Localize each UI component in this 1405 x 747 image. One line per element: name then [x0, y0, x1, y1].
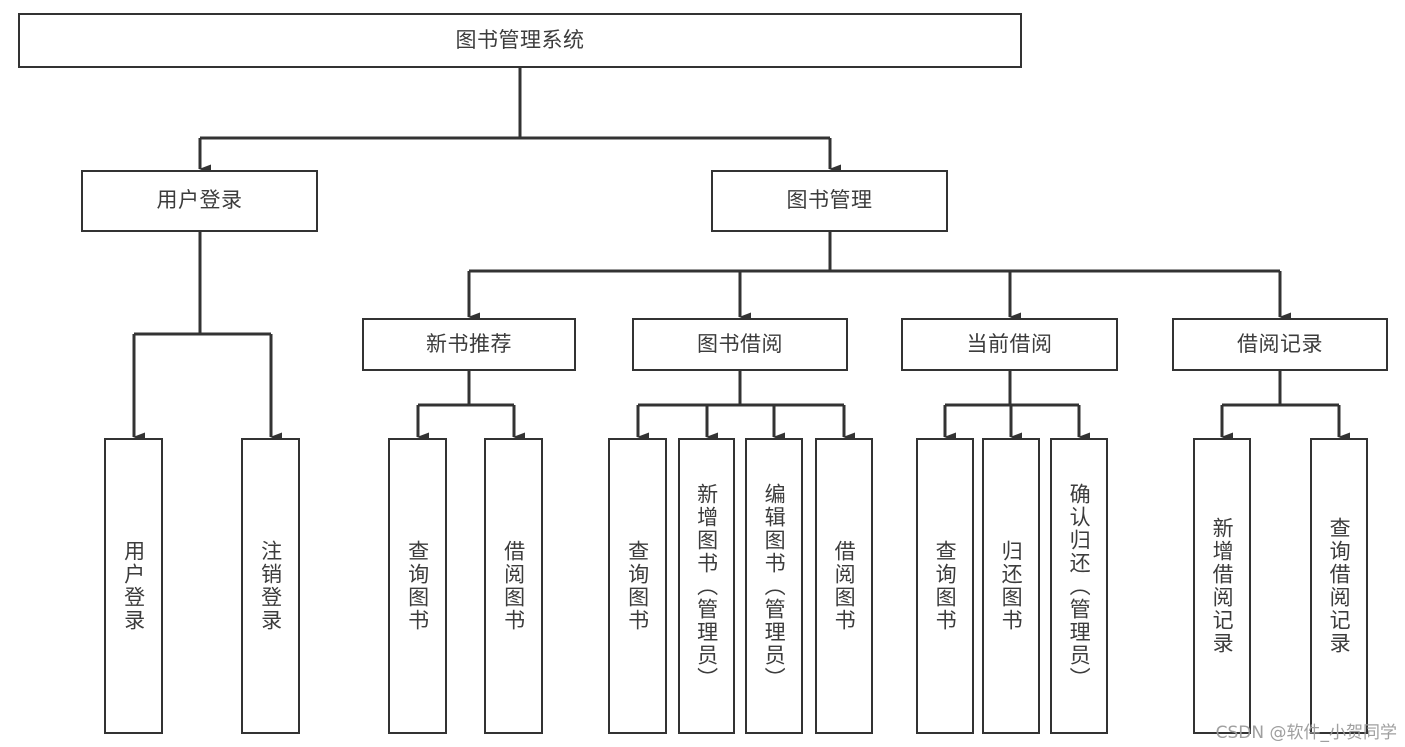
node-borrow-record: 借阅记录	[1172, 318, 1388, 371]
node-leaf-borrow-book-recommend: 借阅图书	[484, 438, 543, 734]
node-leaf-confirm-return-admin: 确认归还（管理员）	[1050, 438, 1108, 734]
node-label: 查询图书	[933, 540, 958, 632]
node-label: 注销登录	[258, 540, 283, 632]
node-label: 归还图书	[999, 540, 1024, 632]
node-label: 用户登录	[121, 540, 146, 632]
node-leaf-user-login: 用户登录	[104, 438, 163, 734]
node-label: 确认归还（管理员）	[1067, 482, 1092, 690]
node-label: 编辑图书（管理员）	[762, 482, 787, 690]
node-leaf-query-book-borrow: 查询图书	[608, 438, 667, 734]
node-root: 图书管理系统	[18, 13, 1022, 68]
node-book-management: 图书管理	[711, 170, 948, 232]
node-label: 新书推荐	[426, 331, 512, 356]
node-leaf-edit-book-admin: 编辑图书（管理员）	[745, 438, 803, 734]
node-leaf-add-book-admin: 新增图书（管理员）	[678, 438, 735, 734]
node-label: 图书管理	[786, 188, 873, 213]
node-label: 查询借阅记录	[1327, 517, 1352, 655]
node-label: 查询图书	[625, 540, 650, 632]
node-label: 图书借阅	[697, 331, 783, 356]
node-label: 用户登录	[156, 188, 243, 213]
node-leaf-query-borrow-record: 查询借阅记录	[1310, 438, 1368, 734]
node-book-borrow: 图书借阅	[632, 318, 848, 371]
node-new-book-recommend: 新书推荐	[362, 318, 576, 371]
node-current-borrow: 当前借阅	[901, 318, 1118, 371]
node-label: 新增图书（管理员）	[694, 482, 719, 690]
node-leaf-return-book: 归还图书	[982, 438, 1040, 734]
node-label: 借阅图书	[832, 540, 857, 632]
node-leaf-query-book-current: 查询图书	[916, 438, 974, 734]
node-label: 借阅图书	[501, 540, 526, 632]
node-leaf-query-book-recommend: 查询图书	[388, 438, 447, 734]
node-user-login: 用户登录	[81, 170, 318, 232]
node-label: 查询图书	[405, 540, 430, 632]
watermark-text: CSDN @软件_小贺同学	[1215, 723, 1397, 743]
node-label: 图书管理系统	[455, 27, 585, 52]
node-label: 新增借阅记录	[1210, 517, 1235, 655]
node-label: 当前借阅	[966, 331, 1053, 356]
node-leaf-borrow-book: 借阅图书	[815, 438, 873, 734]
node-leaf-user-logout: 注销登录	[241, 438, 300, 734]
node-leaf-add-borrow-record: 新增借阅记录	[1193, 438, 1251, 734]
node-label: 借阅记录	[1237, 331, 1323, 356]
